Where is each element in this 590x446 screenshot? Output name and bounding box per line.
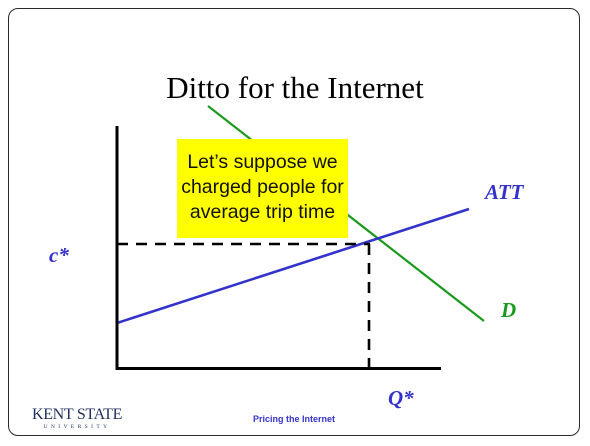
c-star-label: c*	[49, 243, 69, 267]
logo-subtext: UNIVERSITY	[43, 424, 111, 430]
slide-title: Ditto for the Internet	[166, 70, 424, 105]
callout-box: Let’s suppose we charged people for aver…	[177, 139, 348, 238]
kent-state-logo: KENT STATE UNIVERSITY	[29, 407, 125, 431]
q-star-label: Q*	[388, 386, 414, 410]
callout-line: Let’s suppose we	[187, 151, 338, 173]
slide-footer: Pricing the Internet	[252, 414, 335, 424]
logo-wordmark: KENT STATE	[31, 406, 123, 423]
callout-line: average trip time	[189, 201, 336, 223]
callout-line: charged people for	[181, 176, 344, 198]
att-label: ATT	[485, 180, 524, 204]
att-curve	[116, 207, 470, 325]
slide-frame	[8, 8, 580, 436]
demand-label: D	[501, 298, 517, 322]
